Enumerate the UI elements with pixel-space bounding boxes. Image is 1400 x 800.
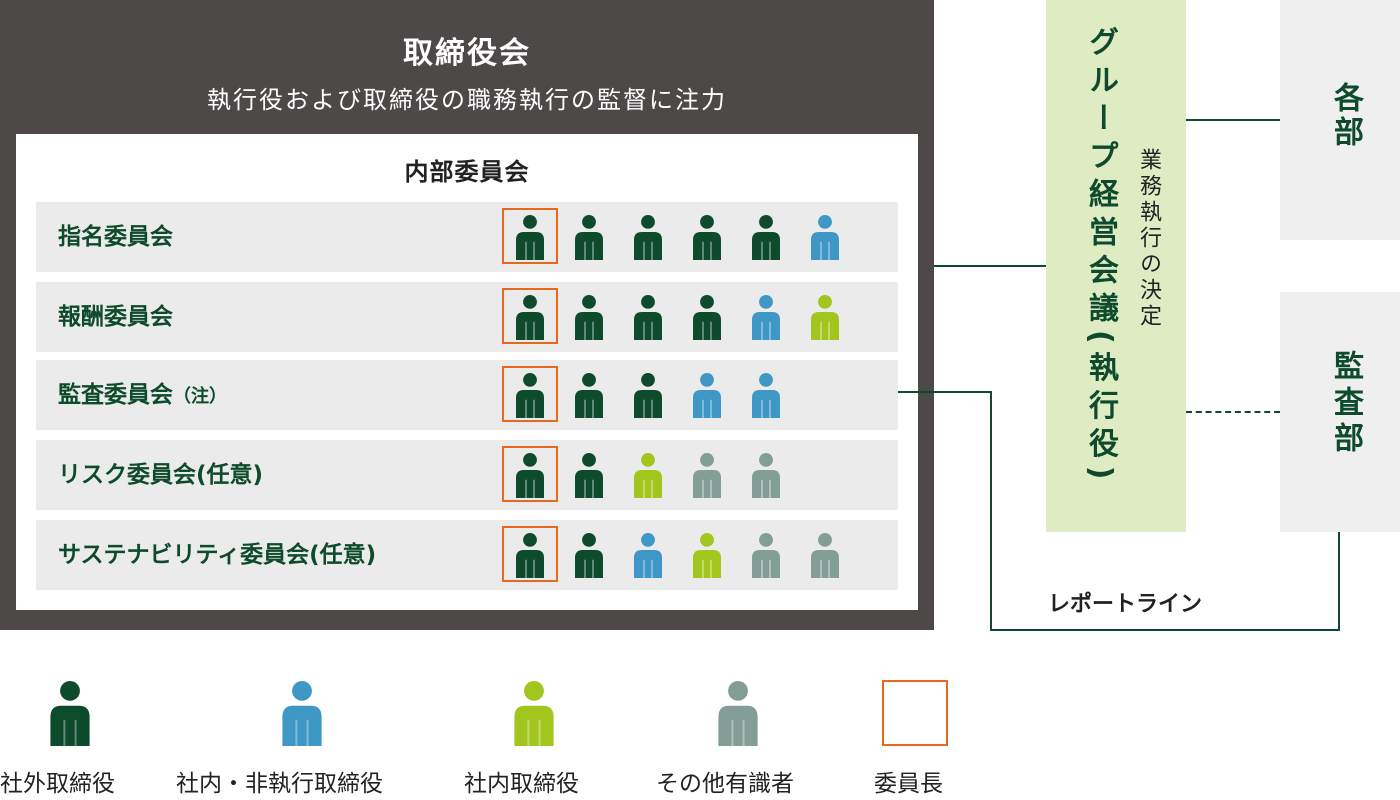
committee-row-risk: リスク委員会(任意): [36, 440, 898, 510]
chair-frame: [502, 288, 558, 344]
member-outside-icon: [575, 373, 603, 418]
committee-row-nomination: 指名委員会: [36, 202, 898, 272]
committee-row-audit: 監査委員会（注）: [36, 360, 898, 430]
member-inside-icon: [811, 295, 839, 340]
member-outside-icon: [516, 373, 544, 418]
member-outside-icon: [634, 215, 662, 260]
member-non-exec-icon: [693, 373, 721, 418]
member-inside-icon: [634, 453, 662, 498]
committee-label: サステナビリティ委員会(任意): [58, 542, 377, 568]
person-icon: [282, 681, 322, 746]
member-outside-icon: [516, 215, 544, 260]
internal-committees-panel: 内部委員会 指名委員会 報酬委員会 監査委員会（注） リスク委員会(任意) サス…: [16, 134, 918, 610]
departments-box: 各部: [1280, 0, 1400, 240]
member-non-exec-icon: [752, 373, 780, 418]
chair-frame: [502, 526, 558, 582]
committee-row-compensation: 報酬委員会: [36, 282, 898, 352]
member-outside-icon: [693, 295, 721, 340]
member-outside-icon: [575, 453, 603, 498]
member-non-exec-icon: [811, 215, 839, 260]
chair-frame-icon: [882, 680, 948, 746]
member-outside-icon: [575, 295, 603, 340]
committee-note: （注）: [173, 386, 227, 407]
person-icon: [50, 681, 90, 746]
legend-label: 社外取締役: [0, 771, 115, 797]
report-line-segment-bottom: [990, 629, 1340, 631]
group-to-departments-connector: [1186, 119, 1280, 121]
chair-frame: [502, 208, 558, 264]
legend-label: その他有識者: [656, 771, 794, 797]
member-expert-icon: [752, 453, 780, 498]
member-expert-icon: [811, 533, 839, 578]
committee-label: 監査委員会（注）: [58, 382, 227, 408]
audit-department-box: 監査部: [1280, 292, 1400, 532]
group-to-audit-dashed-connector: [1186, 411, 1280, 413]
board-title: 取締役会: [403, 36, 531, 71]
report-line-segment-left: [990, 391, 992, 631]
group-management-subtitle: 業務執行の決定: [1136, 148, 1161, 330]
committee-label: 指名委員会: [58, 224, 173, 250]
legend-label: 社内取締役: [464, 771, 579, 797]
board-of-directors: 取締役会 執行役および取締役の職務執行の監督に注力 内部委員会 指名委員会 報酬…: [0, 0, 934, 630]
audit-department-label: 監査部: [1328, 350, 1363, 458]
legend-label: 委員長: [874, 771, 943, 797]
member-outside-icon: [516, 295, 544, 340]
group-management-meeting: グループ経営会議(執行役) 業務執行の決定: [1046, 0, 1186, 532]
member-outside-icon: [634, 373, 662, 418]
committee-row-sustainability: サステナビリティ委員会(任意): [36, 520, 898, 590]
member-expert-icon: [693, 453, 721, 498]
chair-frame: [502, 446, 558, 502]
member-outside-icon: [575, 533, 603, 578]
member-non-exec-icon: [634, 533, 662, 578]
member-outside-icon: [575, 215, 603, 260]
member-outside-icon: [516, 453, 544, 498]
committee-label: 報酬委員会: [58, 304, 173, 330]
report-line-segment-top: [898, 391, 992, 393]
legend-label: 社内・非執行取締役: [176, 771, 383, 797]
person-icon: [718, 681, 758, 746]
internal-committees-title: 内部委員会: [404, 158, 530, 186]
person-icon: [514, 681, 554, 746]
departments-label: 各部: [1328, 82, 1363, 150]
member-outside-icon: [516, 533, 544, 578]
member-non-exec-icon: [752, 295, 780, 340]
member-outside-icon: [634, 295, 662, 340]
member-outside-icon: [752, 215, 780, 260]
committee-label: リスク委員会(任意): [58, 462, 264, 488]
member-outside-icon: [693, 215, 721, 260]
report-line-label: レポートライン: [1048, 592, 1203, 617]
report-line-segment-right: [1338, 532, 1340, 631]
member-expert-icon: [752, 533, 780, 578]
board-subtitle: 執行役および取締役の職務執行の監督に注力: [207, 86, 727, 114]
chair-frame: [502, 366, 558, 422]
group-management-title: グループ経営会議(執行役): [1083, 26, 1118, 488]
board-to-group-connector: [934, 265, 1046, 267]
member-inside-icon: [693, 533, 721, 578]
